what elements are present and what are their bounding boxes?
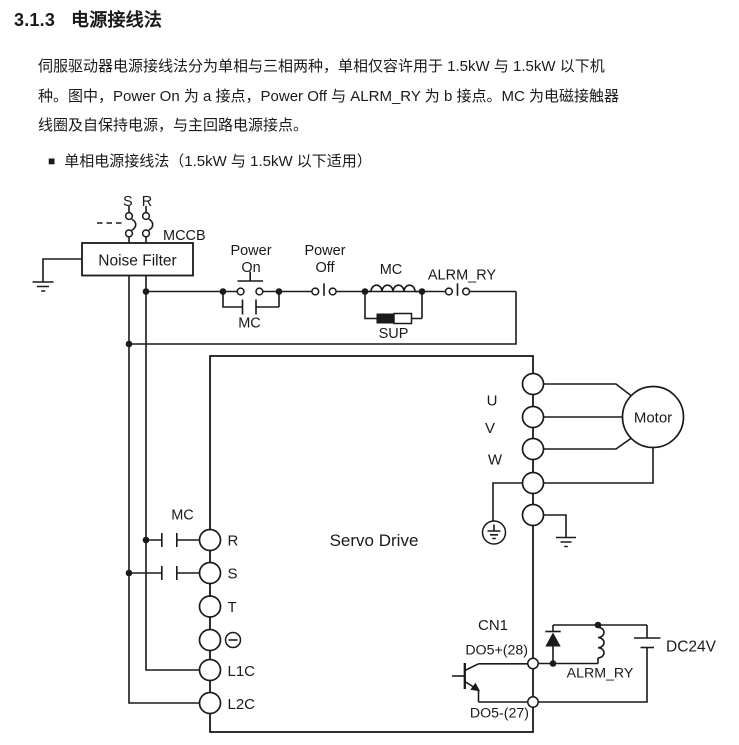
junction-dots <box>125 288 426 577</box>
bullet-text: 单相电源接线法（1.5kW 与 1.5kW 以下适用） <box>64 153 372 170</box>
protective-earth-icon <box>481 482 523 545</box>
flyback-diode-symbol <box>538 625 598 665</box>
section-number: 3.1.3 <box>14 10 56 30</box>
dc24v-source-symbol <box>538 625 661 703</box>
bullet-marker-icon: ■ <box>48 154 56 168</box>
alarm-relay-coil-symbol <box>553 624 647 664</box>
bullet-item: ■ 单相电源接线法（1.5kW 与 1.5kW 以下适用） <box>48 150 372 171</box>
power-off-label-line1: Power <box>304 243 345 259</box>
do5-plus-label: DO5+(28) <box>465 643 528 659</box>
terminal-label-r: R <box>228 533 239 550</box>
do5-minus-label: DO5-(27) <box>470 706 529 722</box>
alarm-relay-coil-label: ALRM_RY <box>567 666 634 682</box>
power-on-contact <box>236 271 264 296</box>
output-transistor-symbol <box>452 663 528 703</box>
motor-circle <box>621 385 685 449</box>
section-title: 电源接线法 <box>71 10 163 30</box>
mc-self-hold-label: MC <box>238 316 261 332</box>
body-line: 种。图中，Power On 为 a 接点，Power Off 与 ALRM_RY… <box>38 87 619 105</box>
right-terminals <box>521 372 545 527</box>
body-line: 伺服驱动器电源接线法分为单相与三相两种，单相仅容许用于 1.5kW 与 1.5k… <box>38 58 605 75</box>
mc-main-contact-label: MC <box>171 508 194 524</box>
mc-coil-label: MC <box>380 262 403 278</box>
terminal-label-t: T <box>228 599 237 616</box>
junction-dots-output <box>549 621 602 667</box>
alarm-relay-contact-label: ALRM_RY <box>428 268 497 284</box>
motor-wires <box>543 383 654 484</box>
motor-label: Motor <box>634 410 672 427</box>
cn1-label: CN1 <box>478 617 508 634</box>
sup-label: SUP <box>379 326 409 342</box>
servo-drive-label: Servo Drive <box>330 531 419 550</box>
terminal-label-u: U <box>487 393 498 410</box>
power-on-label-line1: Power <box>230 243 271 259</box>
terminal-label-v: V <box>485 420 495 437</box>
mc-self-hold-contact <box>222 293 280 315</box>
mc-coil-symbol <box>370 284 416 292</box>
mc-main-contacts <box>129 533 200 580</box>
mccb-breaker-symbol <box>97 206 154 243</box>
terminal-label-s: S <box>228 566 238 583</box>
noise-filter-label: Noise Filter <box>98 253 176 270</box>
terminal-label-l2c: L2C <box>228 696 256 713</box>
section-heading: 3.1.3 电源接线法 <box>14 6 162 32</box>
power-on-label-line2: On <box>241 260 260 276</box>
body-line: 线圈及自保持电源，与主回路电源接点。 <box>38 117 309 134</box>
control-loop-wires <box>129 290 517 345</box>
dc24v-label: DC24V <box>666 639 717 656</box>
alarm-relay-contact <box>444 283 471 296</box>
mccb-label: MCCB <box>163 228 206 244</box>
supply-feeder-wires <box>128 275 200 704</box>
body-paragraph: 伺服驱动器电源接线法分为单相与三相两种，单相仅容许用于 1.5kW 与 1.5k… <box>38 52 619 141</box>
power-off-label-line2: Off <box>315 260 335 276</box>
terminal-label-l1c: L1C <box>228 663 256 680</box>
power-off-contact <box>311 283 337 296</box>
do5-terminals <box>527 657 539 708</box>
left-terminals <box>198 528 242 715</box>
terminal-label-w: W <box>488 452 503 469</box>
surge-suppressor-symbol <box>364 293 423 325</box>
earth-ground-icon <box>32 258 82 292</box>
noise-filter-box: Noise Filter <box>81 242 194 277</box>
phase-label: S R <box>123 194 155 210</box>
chassis-ground-icon <box>543 514 576 548</box>
